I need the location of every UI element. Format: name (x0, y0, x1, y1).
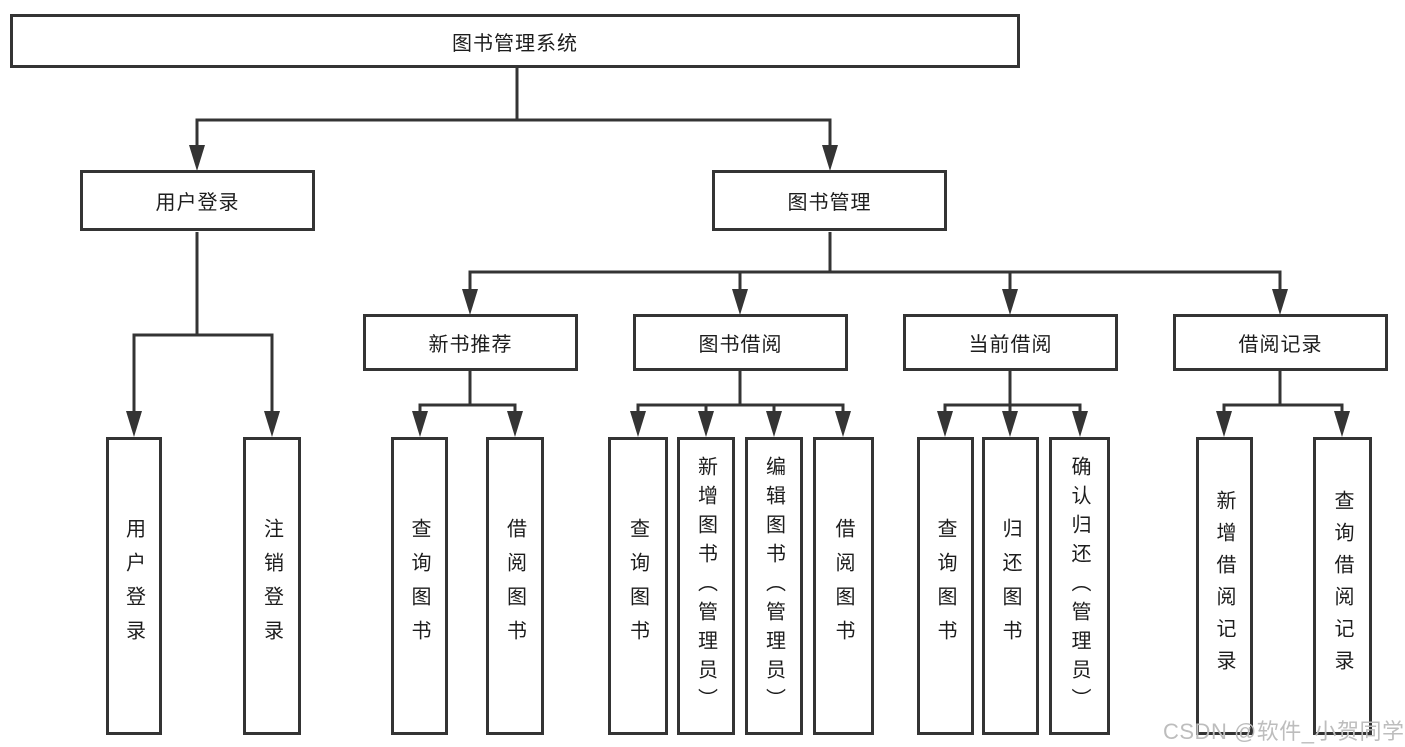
node-leaf-borrow-books-2: 借阅图书 (813, 437, 874, 735)
node-user-login-branch: 用户登录 (80, 170, 315, 231)
node-leaf-return-book: 归还图书 (982, 437, 1039, 735)
node-leaf-query-books-1: 查询图书 (391, 437, 448, 735)
node-book-borrowing: 图书借阅 (633, 314, 848, 371)
node-leaf-query-books-2: 查询图书 (608, 437, 668, 735)
node-new-book-recommend: 新书推荐 (363, 314, 578, 371)
node-leaf-add-borrow-record: 新增借阅记录 (1196, 437, 1253, 735)
node-leaf-logout: 注销登录 (243, 437, 301, 735)
node-book-management: 图书管理 (712, 170, 947, 231)
node-leaf-confirm-return-admin: 确认归还（管理员） (1049, 437, 1110, 735)
node-library-system: 图书管理系统 (10, 14, 1020, 68)
node-borrowing-records: 借阅记录 (1173, 314, 1388, 371)
node-leaf-edit-book-admin: 编辑图书（管理员） (745, 437, 803, 735)
node-leaf-borrow-books-1: 借阅图书 (486, 437, 544, 735)
node-leaf-user-login: 用户登录 (106, 437, 162, 735)
node-leaf-query-borrow-record: 查询借阅记录 (1313, 437, 1372, 735)
node-leaf-add-book-admin: 新增图书（管理员） (677, 437, 735, 735)
node-current-borrowing: 当前借阅 (903, 314, 1118, 371)
node-leaf-query-books-3: 查询图书 (917, 437, 974, 735)
watermark: CSDN @软件_小贺同学 (1163, 719, 1405, 744)
